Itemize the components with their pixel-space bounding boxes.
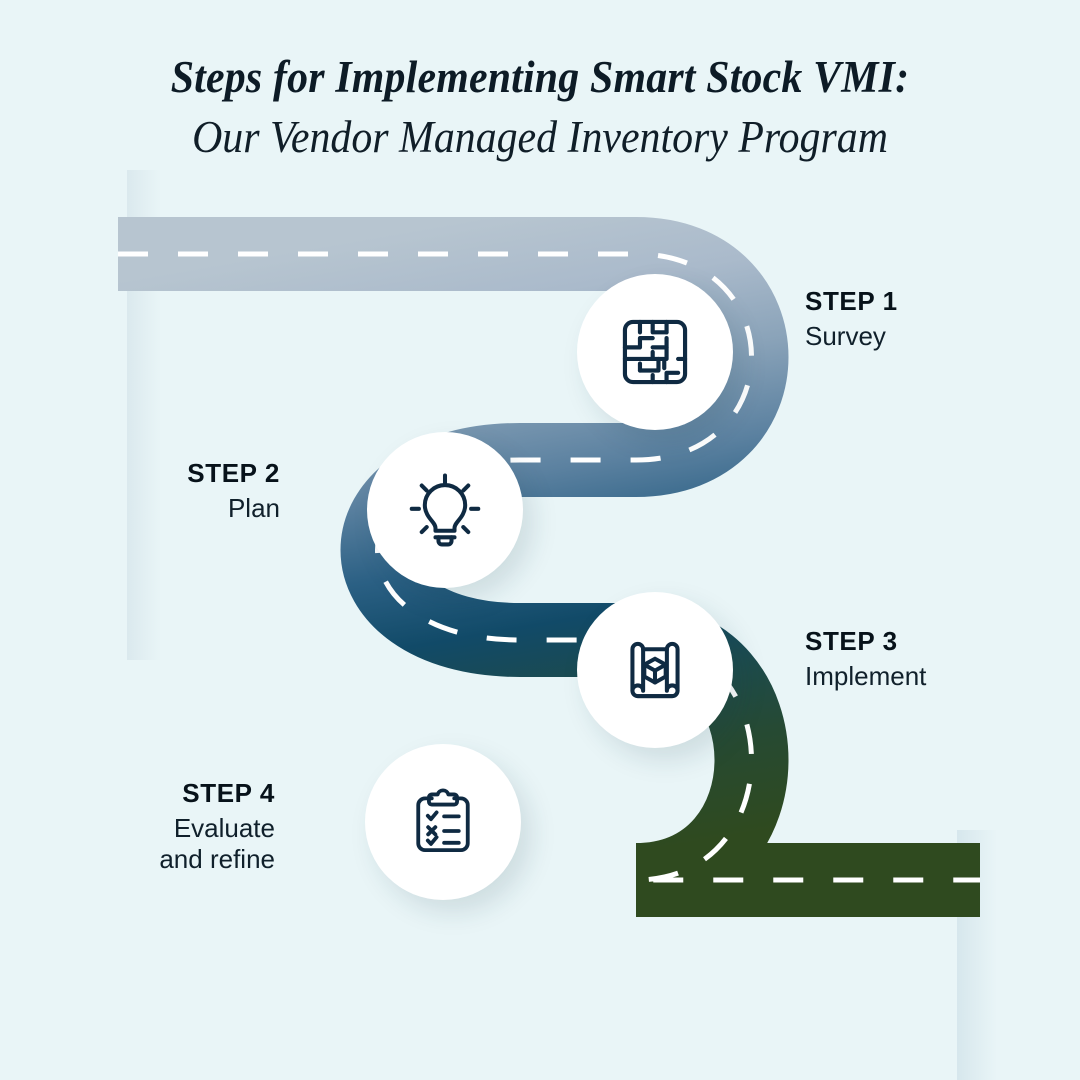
page-title: Steps for Implementing Smart Stock VMI: — [170, 52, 910, 102]
step-3-number: STEP 3 — [805, 626, 898, 656]
step-node-3[interactable] — [577, 592, 733, 748]
title-block: Steps for Implementing Smart Stock VMI: … — [0, 52, 1080, 166]
road-surface — [118, 217, 980, 917]
step-node-4[interactable] — [365, 744, 521, 900]
step-4-number: STEP 4 — [182, 778, 275, 808]
step-label-2: STEP 2 Plan — [187, 458, 280, 524]
step-2-number: STEP 2 — [187, 458, 280, 488]
page-subtitle: Our Vendor Managed Inventory Program — [192, 112, 888, 163]
step-node-1[interactable] — [577, 274, 733, 430]
step-4-description-line2: and refine — [159, 843, 275, 874]
step-label-4: STEP 4 Evaluate and refine — [159, 778, 275, 874]
step-label-1: STEP 1 Survey — [805, 286, 898, 352]
step-1-description: Survey — [805, 321, 886, 352]
step-1-number: STEP 1 — [805, 286, 898, 316]
lightbulb-icon — [407, 472, 483, 548]
clipboard-checklist-icon — [407, 786, 479, 858]
step-2-description: Plan — [227, 493, 280, 524]
step-label-3: STEP 3 Implement — [805, 626, 926, 692]
step-3-description: Implement — [805, 661, 927, 692]
maze-icon — [618, 315, 692, 389]
step-node-2[interactable] — [367, 432, 523, 588]
blueprint-cube-icon — [617, 632, 693, 708]
step-4-description-line1: Evaluate — [173, 813, 275, 844]
